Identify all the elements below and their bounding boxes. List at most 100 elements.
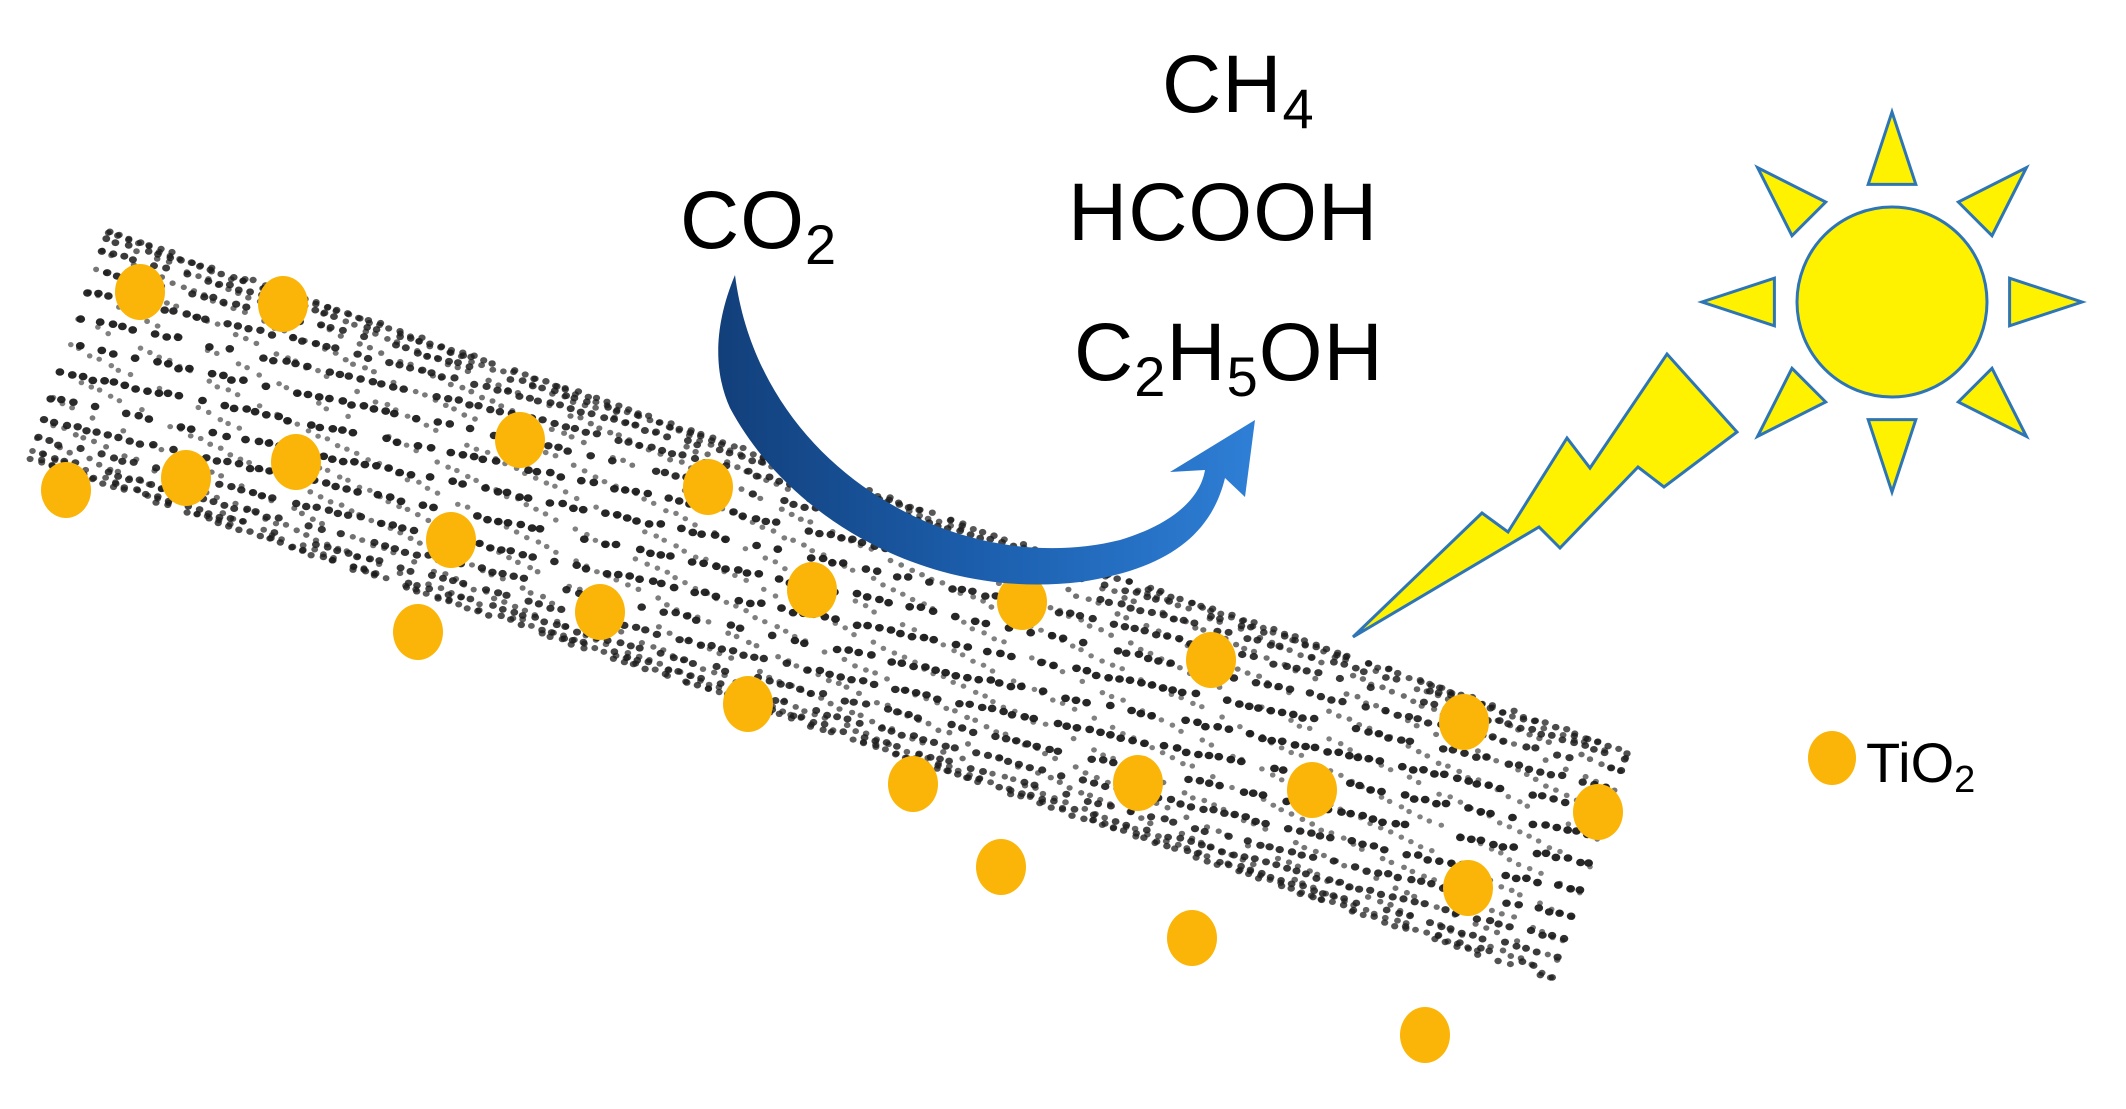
lattice-atom [1307,892,1315,899]
lattice-atom [125,236,133,244]
lattice-atom [1109,758,1118,767]
lattice-atom [1519,715,1528,723]
lattice-atom [243,507,250,514]
lattice-atom [114,433,123,442]
lattice-atom [1498,709,1507,716]
lattice-atom [782,566,788,572]
lattice-atom [982,647,992,656]
lattice-atom [788,682,795,689]
lattice-atom [1121,587,1130,595]
lattice-atom [317,494,324,500]
lattice-atom [974,675,984,684]
lattice-atom [697,432,705,440]
lattice-atom [160,306,169,314]
lattice-atom [638,640,646,646]
lattice-atom [97,247,106,255]
lattice-atom [538,416,547,424]
lattice-atom [1528,820,1538,829]
lattice-atom [68,342,74,348]
lattice-atom [114,232,122,239]
lattice-atom [381,407,391,415]
lattice-atom [832,620,839,626]
lattice-atom [1337,806,1344,812]
lattice-atom [1111,588,1118,594]
lattice-atom [303,390,313,399]
lattice-atom [1419,766,1428,774]
lattice-atom [256,532,264,540]
lattice-atom [466,595,475,603]
lattice-atom [972,689,979,695]
lattice-atom [642,529,648,535]
lattice-atom [373,490,383,499]
lattice-atom [622,655,630,662]
lattice-atom [1059,804,1066,812]
lattice-atom [1533,878,1542,887]
lattice-atom [1215,828,1222,834]
lattice-atom [1301,844,1308,851]
lattice-atom [458,480,467,488]
lattice-atom [635,644,644,652]
lattice-atom [245,464,255,473]
lattice-atom [1201,797,1208,804]
lattice-atom [301,337,308,344]
lattice-atom [562,489,569,495]
lattice-atom [1096,595,1105,604]
lattice-atom [1058,634,1068,643]
lattice-atom [825,670,834,678]
tio2-particle [1186,632,1236,688]
lattice-atom [328,425,338,433]
lattice-atom [615,402,623,409]
lattice-atom [592,394,601,402]
lattice-atom [1254,704,1263,712]
lattice-atom [1424,753,1431,759]
lattice-atom [923,695,930,702]
lattice-atom [851,632,857,638]
lattice-atom [330,313,338,320]
lattice-atom [307,552,315,559]
lattice-atom [488,360,496,367]
lattice-atom [292,358,299,364]
lattice-atom [1538,969,1546,977]
lattice-atom [762,555,769,561]
lattice-atom [728,655,735,661]
lattice-atom [1310,884,1317,891]
lattice-atom [509,615,517,622]
lattice-atom [400,548,410,557]
lattice-atom [330,555,337,561]
lattice-atom [225,345,235,353]
lattice-atom [802,638,809,644]
lattice-atom [1100,752,1106,758]
lattice-atom [1340,835,1347,841]
lattice-atom [623,419,630,426]
lattice-atom [406,567,415,575]
lattice-atom [1524,765,1534,773]
lattice-atom [958,522,966,529]
lattice-atom [1353,753,1363,762]
lattice-atom [1607,764,1616,772]
lattice-atom [195,404,202,411]
lattice-atom [227,452,234,458]
lattice-atom [1138,677,1144,683]
lattice-atom [919,572,925,578]
lattice-atom [576,476,586,485]
lattice-atom [1351,664,1360,672]
lattice-atom [1546,771,1556,779]
lattice-atom [972,717,979,723]
lattice-atom [611,540,621,549]
lattice-atom [323,373,330,379]
lattice-atom [493,386,502,394]
lattice-atom [1166,795,1176,804]
lattice-atom [476,601,483,608]
lattice-atom [1536,768,1545,776]
lattice-atom [692,448,699,455]
lattice-atom [1052,755,1059,762]
lattice-atom [215,280,224,288]
lattice-atom [1417,844,1424,850]
lattice-atom [857,542,864,549]
lattice-atom [474,402,483,410]
lattice-atom [900,591,906,597]
lattice-atom [759,524,766,530]
lattice-atom [1142,826,1151,834]
lattice-atom [1345,779,1355,787]
lattice-atom [1400,791,1410,799]
